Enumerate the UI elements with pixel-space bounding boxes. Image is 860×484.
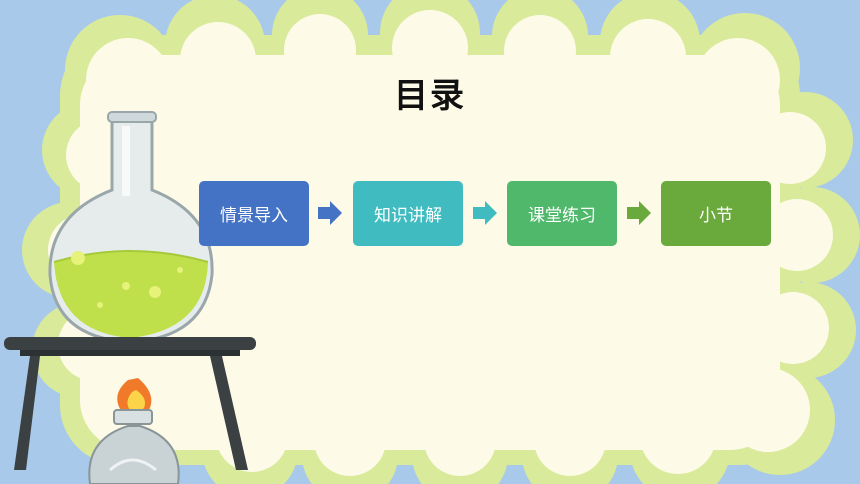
step-intro-button[interactable]: 情景导入 [199,181,309,246]
step-summary-button[interactable]: 小节 [661,181,771,246]
page-title: 目录 [394,76,466,116]
arrow-icon [473,201,497,225]
tripod-stand [4,337,256,470]
arrow-icon [627,201,651,225]
arrow-icon [318,201,342,225]
burner-illustration [88,378,180,484]
step-practice-button[interactable]: 课堂练习 [507,181,617,246]
cloud-panel [48,10,833,476]
step-knowledge-button[interactable]: 知识讲解 [353,181,463,246]
flow-arrows [318,201,651,225]
